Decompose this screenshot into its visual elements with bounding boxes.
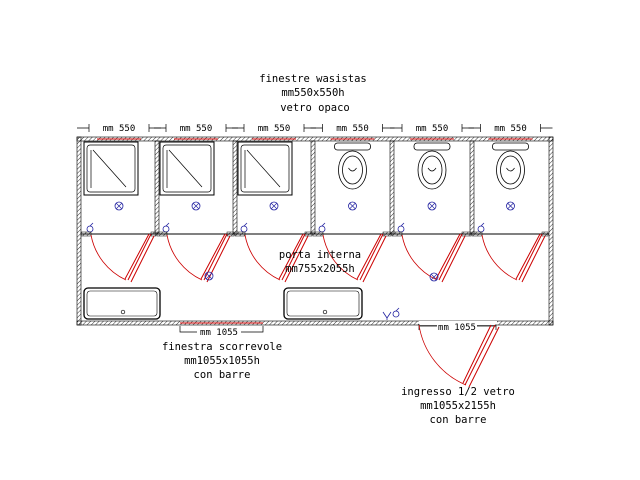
outer-walls xyxy=(76,136,554,326)
interior-door-label: porta interna mm755x2055h xyxy=(279,249,361,275)
top-window: mm 550 xyxy=(77,124,161,140)
sliding-window-label: finestra scorrevole mm1055x1055h con bar… xyxy=(162,341,282,381)
interior-door xyxy=(80,231,157,283)
bottom-window-dimension: mm 1055 xyxy=(200,328,238,338)
interior-door xyxy=(391,231,472,283)
svg-text:mm1055x2155h: mm1055x2155h xyxy=(420,400,496,412)
toilet xyxy=(334,142,371,190)
floor-drain-icon xyxy=(427,201,437,211)
top-window-label: finestre wasistas mm550x550h vetro opaco xyxy=(259,73,366,114)
svg-text:mm1055x1055h: mm1055x1055h xyxy=(184,355,260,367)
top-window: mm 550 xyxy=(310,124,395,140)
cabin-6: mm 550 xyxy=(468,124,553,283)
floor-drain-icon xyxy=(506,201,515,211)
floor-drain-icon xyxy=(348,201,357,211)
shower-tray xyxy=(83,141,139,196)
tap-icon xyxy=(86,222,94,233)
top-window-dimension: mm 550 xyxy=(416,124,449,134)
svg-text:finestre wasistas: finestre wasistas xyxy=(259,73,366,85)
floor-drain-icon xyxy=(269,201,279,211)
top-window-dimension: mm 550 xyxy=(494,124,527,134)
top-window: mm 550 xyxy=(468,124,553,140)
top-window-dimension: mm 550 xyxy=(103,124,136,134)
entrance-label: ingresso 1/2 vetro mm1055x2155h con barr… xyxy=(401,386,515,426)
cabins: mm 550 mm 550 mm 550 mm 550 mm 550 mm 550 xyxy=(77,124,553,283)
svg-text:mm755x2055h: mm755x2055h xyxy=(285,263,355,275)
cabin-5: mm 550 xyxy=(389,124,474,283)
svg-text:vetro opaco: vetro opaco xyxy=(280,102,350,114)
top-window: mm 550 xyxy=(154,124,238,140)
svg-text:con barre: con barre xyxy=(430,414,487,426)
interior-door xyxy=(234,231,313,283)
svg-text:ingresso 1/2 vetro: ingresso 1/2 vetro xyxy=(401,386,515,398)
top-window-dimension: mm 550 xyxy=(180,124,213,134)
toilet xyxy=(492,142,529,190)
cabin-2: mm 550 xyxy=(154,124,238,283)
floor-drain-icon xyxy=(114,201,124,211)
toilet xyxy=(413,142,451,190)
svg-text:porta interna: porta interna xyxy=(279,249,361,261)
interior-door xyxy=(312,231,392,283)
tap-symbol xyxy=(382,307,400,320)
svg-text:mm550x550h: mm550x550h xyxy=(281,87,344,99)
washbasin xyxy=(83,287,161,320)
tap-icon xyxy=(318,222,326,233)
sliding-window: mm 1055 xyxy=(179,322,264,338)
tap-icon xyxy=(477,222,485,233)
svg-text:con barre: con barre xyxy=(194,369,251,381)
tap-icon xyxy=(240,222,248,233)
entrance-door: mm 1055 xyxy=(418,321,500,388)
tap-icon xyxy=(162,222,170,233)
cabin-4: mm 550 xyxy=(310,124,395,283)
floor-drain-icon xyxy=(204,271,214,281)
shower-tray xyxy=(237,141,293,196)
floor-drain-icon xyxy=(429,272,439,282)
svg-text:finestra scorrevole: finestra scorrevole xyxy=(162,341,282,353)
cabin-1: mm 550 xyxy=(77,124,161,283)
shower-tray xyxy=(159,141,215,196)
top-window: mm 550 xyxy=(390,124,474,140)
top-window-dimension: mm 550 xyxy=(258,124,291,134)
tap-icon xyxy=(397,222,405,233)
interior-door xyxy=(471,231,549,283)
cabin-3: mm 550 xyxy=(232,124,316,283)
floor-drain-icon xyxy=(191,201,201,211)
washbasin xyxy=(283,287,363,320)
top-window-dimension: mm 550 xyxy=(336,124,369,134)
interior-door xyxy=(156,231,235,283)
top-window: mm 550 xyxy=(232,124,316,140)
entrance-dimension: mm 1055 xyxy=(438,323,476,333)
